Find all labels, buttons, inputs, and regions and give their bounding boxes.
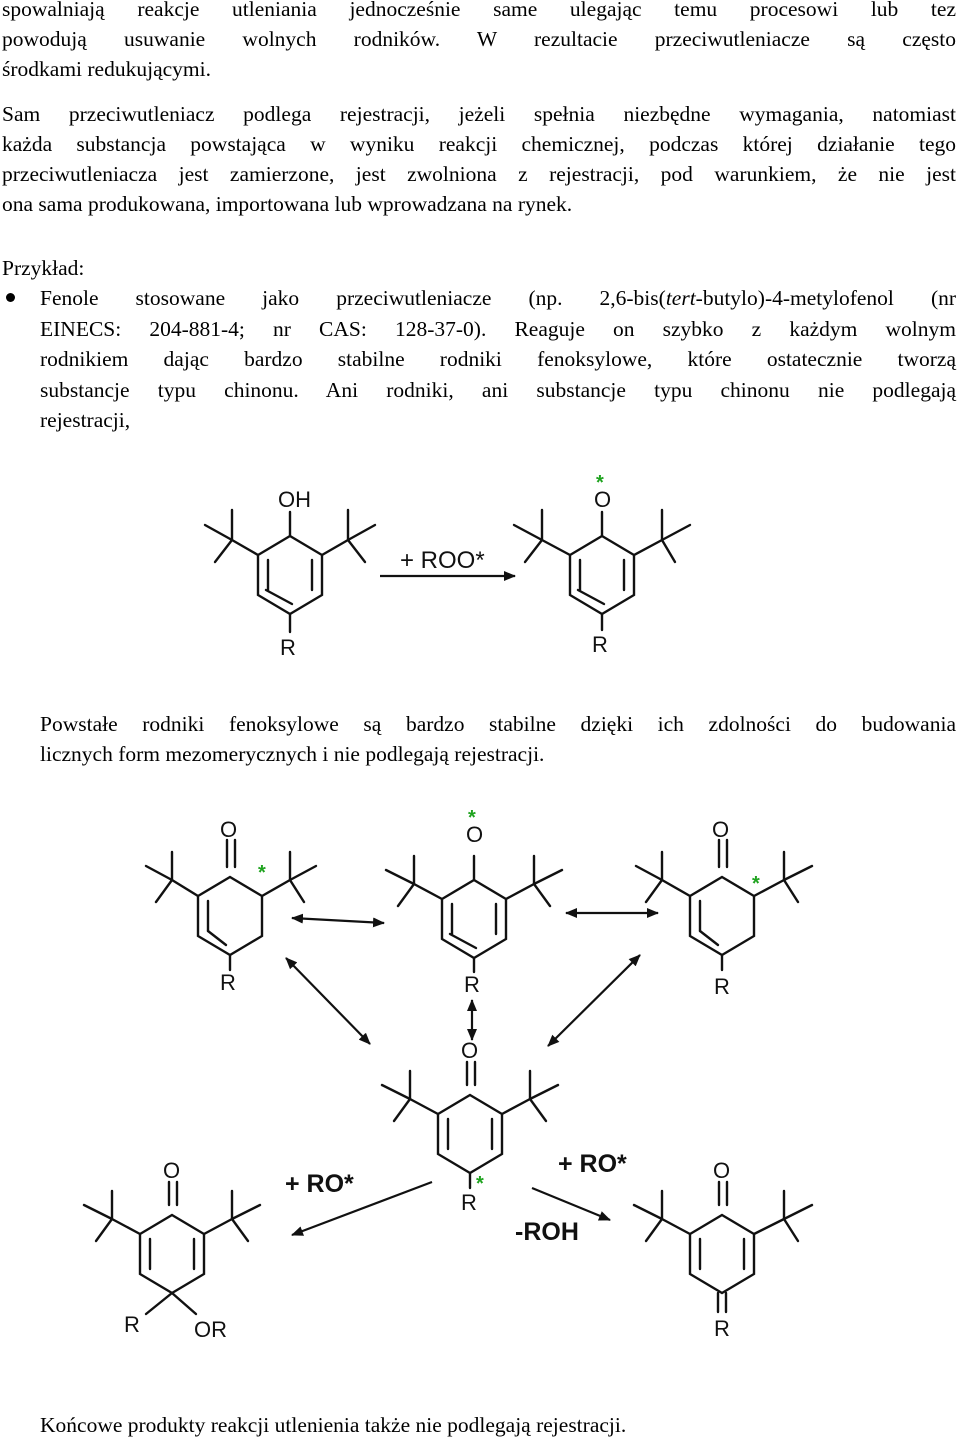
- text-line: powodują usuwanie wolnych rodników. W re…: [2, 27, 956, 51]
- oh-label: OH: [278, 487, 311, 512]
- r-label: R: [461, 1190, 477, 1215]
- reaction-scheme-1: OH R + ROO* O * R: [203, 472, 692, 660]
- ortho-radical-right: [634, 838, 814, 972]
- o-label: O: [713, 1158, 730, 1183]
- quinone-methide-product: [632, 1180, 814, 1314]
- r-label: R: [124, 1312, 140, 1337]
- o-label: O: [461, 1038, 478, 1063]
- text-line: EINECS: 204-881-4; nr CAS: 128-37-0). Re…: [40, 316, 956, 341]
- r-label: R: [714, 974, 730, 999]
- phenoxyl-radical-center: [384, 854, 564, 974]
- o-label: O: [594, 487, 611, 512]
- bullet-dot: [6, 293, 15, 302]
- phenoxyl-radical-molecule: [512, 508, 692, 632]
- quinol-ether-product: [82, 1180, 262, 1316]
- r-label: R: [714, 1316, 730, 1341]
- bullet-text: Fenole stosowane jako przeciwutleniacze …: [40, 283, 956, 436]
- text-line: każda substancja powstająca w wyniku rea…: [2, 132, 956, 156]
- resonance-arrow: [547, 954, 641, 1047]
- r-label: R: [592, 632, 608, 657]
- text-line: spowalniają reakcje utleniania jednocześ…: [2, 0, 956, 21]
- paragraph-intro: spowalniają reakcje utleniania jednocześ…: [2, 0, 956, 84]
- radical-mark: *: [596, 472, 604, 494]
- text-line: przeciwutleniacza jest zamierzone, jest …: [2, 162, 956, 186]
- reaction-arrow-left: [291, 1180, 433, 1237]
- phenol-molecule: [203, 508, 377, 634]
- radical-mark: *: [468, 807, 476, 829]
- resonance-arrow: [285, 957, 371, 1045]
- text-line: ona sama produkowana, importowana lub wp…: [2, 192, 573, 216]
- ortho-radical-left: [144, 838, 318, 972]
- paragraph-final-products: Końcowe produkty reakcji utlenienia takż…: [40, 1410, 956, 1440]
- text-line: substancje typu chinonu. Ani rodniki, an…: [40, 377, 956, 402]
- paragraph-mesomeric: Powstałe rodniki fenoksylowe są bardzo s…: [40, 709, 956, 769]
- text-line: rodnikiem dając bardzo stabilne rodniki …: [40, 347, 956, 371]
- text-line: Powstałe rodniki fenoksylowe są bardzo s…: [40, 712, 956, 736]
- example-label: Przykład:: [2, 256, 85, 280]
- reaction-arrow-right: [531, 1186, 611, 1222]
- text-line: środkami redukującymi.: [2, 57, 211, 81]
- para-radical-center: [380, 1060, 560, 1190]
- text-line: Końcowe produkty reakcji utlenienia takż…: [40, 1413, 627, 1437]
- reaction-scheme-2: O * R O * R O * R: [82, 807, 814, 1342]
- text-line: rejestracji,: [40, 408, 131, 432]
- text-line: Sam przeciwutleniacz podlega rejestracji…: [2, 102, 956, 126]
- o-label: O: [466, 822, 483, 847]
- reagent-label: + ROO*: [400, 547, 485, 574]
- text-line: Fenole stosowane jako przeciwutleniacze …: [40, 286, 957, 310]
- radical-mark: *: [258, 862, 266, 884]
- text-line: licznych form mezomerycznych i nie podle…: [40, 742, 545, 766]
- paragraph-registration: Sam przeciwutleniacz podlega rejestracji…: [2, 99, 956, 219]
- radical-mark: *: [752, 873, 760, 895]
- left-reagent-label: + RO*: [285, 1170, 354, 1198]
- right-reagent-label: + RO*: [558, 1150, 627, 1178]
- r-label: R: [280, 635, 296, 660]
- r-label: R: [464, 972, 480, 997]
- r-label: R: [220, 970, 236, 995]
- resonance-arrow: [291, 913, 385, 928]
- or-label: OR: [194, 1317, 227, 1342]
- o-label: O: [220, 817, 237, 842]
- o-label: O: [163, 1158, 180, 1183]
- right-product-label: -ROH: [515, 1218, 579, 1246]
- radical-mark: *: [476, 1173, 484, 1195]
- o-label: O: [712, 817, 729, 842]
